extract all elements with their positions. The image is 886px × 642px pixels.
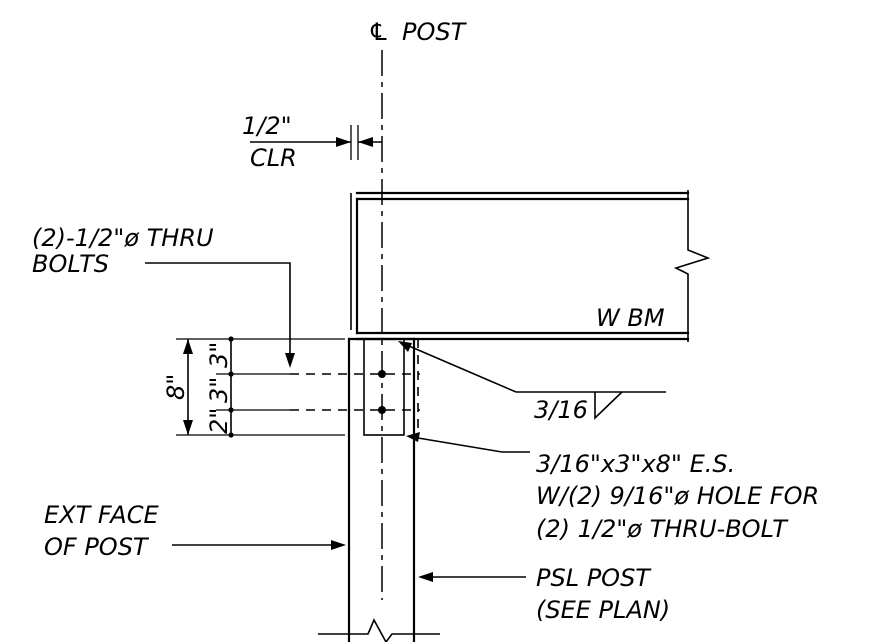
side-plate	[363, 338, 419, 436]
psl-post	[318, 337, 440, 642]
clearance-dim-text: 1/2"	[242, 112, 292, 140]
psl-note-line1: PSL POST	[536, 564, 652, 592]
clearance-label: CLR	[250, 144, 297, 172]
weld-size-text: 3/16	[534, 396, 588, 424]
ext-face-line1: EXT FACE	[44, 501, 159, 529]
bolts-note-line1: (2)-1/2"ø THRU	[32, 224, 214, 252]
weld-leader	[398, 341, 666, 420]
plate-note-line2: W/(2) 9/16"ø HOLE FOR	[536, 482, 819, 510]
overall-height-dimension	[183, 339, 193, 435]
ext-face-line2: OF POST	[44, 533, 150, 561]
psl-note-line2: (SEE PLAN)	[536, 596, 670, 624]
bolts-note-line2: BOLTS	[32, 250, 109, 278]
bolt-bottom	[378, 406, 386, 414]
clearance-dimension	[250, 125, 382, 160]
bolts-leader	[145, 262, 295, 368]
dim-top-text: 3"	[205, 342, 233, 368]
dim-overall-text: 8"	[162, 374, 190, 400]
dim-bottom-text: 2"	[205, 408, 233, 434]
beam-label: W BM	[596, 304, 665, 332]
thru-bolts	[290, 370, 420, 414]
centerline-symbol: ℄	[368, 18, 390, 46]
plate-leader	[406, 432, 530, 453]
ext-face-leader	[172, 540, 346, 550]
psl-leader	[418, 572, 526, 582]
plate-note-line1: 3/16"x3"x8" E.S.	[536, 450, 735, 478]
centerline-label: POST	[402, 18, 468, 46]
bolt-spacing-dimension	[228, 336, 234, 438]
dim-middle-text: 3"	[205, 377, 233, 403]
plate-note-line3: (2) 1/2"ø THRU-BOLT	[536, 515, 789, 543]
bolt-top	[378, 370, 386, 378]
dimension-extension-lines	[176, 338, 345, 436]
